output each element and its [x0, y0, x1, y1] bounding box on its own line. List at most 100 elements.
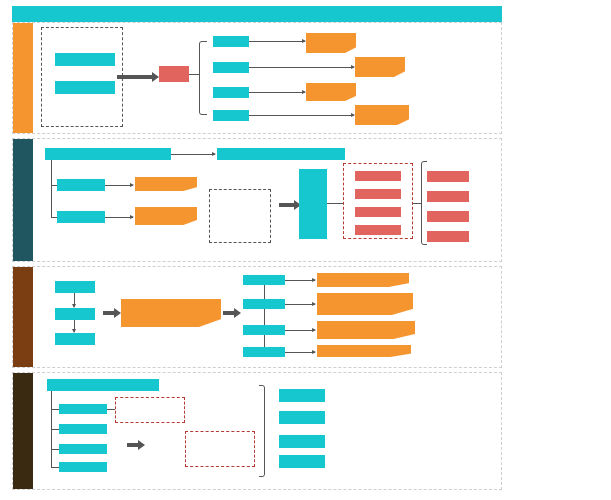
- section-info: [12, 266, 502, 368]
- left-node-1[interactable]: [57, 179, 105, 191]
- side-node-4[interactable]: [279, 455, 325, 468]
- connector: [74, 293, 75, 307]
- branch-node-1[interactable]: [213, 36, 249, 47]
- side-node-2[interactable]: [279, 411, 325, 424]
- left-node-2[interactable]: [55, 308, 95, 320]
- step-node-3[interactable]: [243, 325, 285, 335]
- section-side-bar: [13, 23, 33, 133]
- section-side-label: [13, 139, 33, 261]
- arrow-head: [302, 39, 306, 43]
- section-strategy: [12, 138, 502, 262]
- result-note-2: [317, 293, 413, 315]
- flow-arrow: [223, 308, 241, 318]
- connector: [264, 335, 265, 347]
- connector: [105, 217, 133, 218]
- arrow-head: [312, 328, 316, 332]
- arrow-head: [312, 278, 316, 282]
- arrow-head: [130, 183, 134, 187]
- page-title: [12, 6, 502, 26]
- item-node-1[interactable]: [355, 171, 401, 181]
- left-node-1[interactable]: [59, 404, 107, 414]
- section-side-label: [13, 267, 33, 367]
- branch-node-2[interactable]: [213, 62, 249, 73]
- step-node-2[interactable]: [243, 299, 285, 309]
- left-node-4[interactable]: [59, 462, 107, 472]
- connector: [327, 203, 343, 204]
- section-mgmt: [12, 22, 502, 134]
- connector: [51, 185, 57, 186]
- connector: [51, 160, 52, 217]
- brace: [199, 41, 207, 115]
- side-node-2[interactable]: [427, 191, 469, 202]
- connector: [189, 74, 199, 75]
- brace: [259, 385, 265, 477]
- arrow-head: [130, 215, 134, 219]
- section-side-label: [13, 373, 33, 489]
- branch-node-4[interactable]: [213, 110, 249, 121]
- left-node-3[interactable]: [59, 444, 107, 454]
- arrow-head: [312, 302, 316, 306]
- branch-node-3[interactable]: [213, 87, 249, 98]
- flow-arrow: [117, 72, 159, 82]
- step-node-4[interactable]: [243, 347, 285, 357]
- arrow-head: [72, 329, 76, 333]
- connector: [285, 352, 315, 353]
- item-node-3[interactable]: [355, 207, 401, 217]
- list-frame: [209, 189, 271, 243]
- result-note-1: [317, 273, 409, 287]
- connector: [249, 41, 305, 42]
- partner-frame: [185, 431, 255, 467]
- side-node-3[interactable]: [279, 435, 325, 448]
- arrow-head: [351, 113, 355, 117]
- result-note-2: [355, 57, 405, 77]
- left-node-2[interactable]: [59, 424, 107, 434]
- section-side-bar: [13, 373, 33, 489]
- arrow-head: [351, 65, 355, 69]
- connector: [249, 115, 354, 116]
- side-node-1[interactable]: [279, 389, 325, 402]
- arrow-head: [312, 350, 316, 354]
- connector: [51, 409, 59, 410]
- connector: [51, 449, 59, 450]
- brace: [421, 161, 427, 245]
- section-side-bar: [13, 139, 33, 261]
- connector: [285, 304, 315, 305]
- connector: [249, 67, 354, 68]
- result-note-2: [135, 207, 197, 225]
- connector: [51, 429, 59, 430]
- flow-arrow: [127, 440, 145, 450]
- connector: [264, 309, 265, 325]
- section-side-bar: [13, 267, 33, 367]
- left-node-3[interactable]: [55, 333, 95, 345]
- item-node-4[interactable]: [355, 225, 401, 235]
- connector: [249, 92, 305, 93]
- section-ops: [12, 372, 502, 490]
- result-note-4: [355, 105, 409, 125]
- top-bar-node[interactable]: [45, 148, 171, 160]
- left-node-2[interactable]: [55, 81, 115, 94]
- item-node-2[interactable]: [355, 189, 401, 199]
- arrow-head: [72, 304, 76, 308]
- section-side-label: [13, 23, 33, 133]
- arrow-head: [302, 90, 306, 94]
- connector: [51, 467, 59, 468]
- left-node-group: [41, 27, 123, 127]
- top-bar-target[interactable]: [217, 148, 345, 160]
- top-bar-node[interactable]: [47, 379, 159, 391]
- side-node-4[interactable]: [427, 231, 469, 242]
- result-note-3: [306, 83, 356, 101]
- item-group: [343, 163, 413, 239]
- side-node-1[interactable]: [427, 171, 469, 182]
- connector: [51, 217, 57, 218]
- left-node-2[interactable]: [57, 211, 105, 223]
- flow-arrow: [279, 200, 301, 210]
- left-node-1[interactable]: [55, 53, 115, 66]
- step-node-1[interactable]: [243, 275, 285, 285]
- center-note: [121, 299, 221, 327]
- center-node[interactable]: [299, 169, 327, 239]
- center-node[interactable]: [159, 66, 189, 82]
- left-node-1[interactable]: [55, 281, 95, 293]
- result-note-1: [135, 177, 197, 191]
- side-node-3[interactable]: [427, 211, 469, 222]
- connector: [413, 203, 421, 204]
